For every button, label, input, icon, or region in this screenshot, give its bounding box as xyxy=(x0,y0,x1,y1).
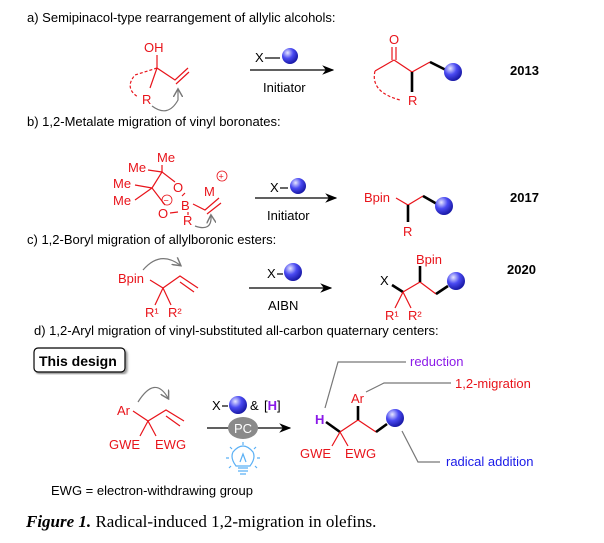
metal-label: M xyxy=(204,184,215,199)
me-label: Me xyxy=(113,193,131,208)
condition-label: Initiator xyxy=(267,208,310,223)
radical-ball-icon xyxy=(290,178,306,194)
reagent-x: X xyxy=(255,50,264,65)
light-bulb-icon xyxy=(226,442,260,475)
badge-label: This design xyxy=(39,353,117,369)
year-label: 2017 xyxy=(510,190,539,205)
x-product-label: X xyxy=(380,273,389,288)
radical-ball-icon xyxy=(282,48,298,64)
photocatalyst-badge xyxy=(228,417,258,439)
bpin-label: Bpin xyxy=(118,271,144,286)
radical-addition-label: radical addition xyxy=(446,454,533,469)
section-b-title: b) 1,2-Metalate migration of vinyl boron… xyxy=(27,114,281,129)
caption-text: Radical-induced 1,2-migration in olefins… xyxy=(91,512,376,531)
bpin-label: Bpin xyxy=(364,190,390,205)
migration-label: 1,2-migration xyxy=(455,376,531,391)
reagent-x: X xyxy=(270,180,279,195)
ar-label: Ar xyxy=(117,403,131,418)
ewg-product-label: EWG xyxy=(345,446,376,461)
bpin-product-label: Bpin xyxy=(416,252,442,267)
r-product-label: R xyxy=(408,93,417,108)
r-label: R xyxy=(183,213,192,228)
oh-label: OH xyxy=(144,40,164,55)
radical-ball-icon xyxy=(447,272,465,290)
r-label: R xyxy=(142,92,151,107)
section-a-title: a) Semipinacol-type rearrangement of all… xyxy=(27,10,336,25)
year-label: 2020 xyxy=(507,262,536,277)
section-d: d) 1,2-Aryl migration of vinyl-substitut… xyxy=(33,323,533,498)
section-d-title: d) 1,2-Aryl migration of vinyl-substitut… xyxy=(34,323,439,338)
ewg-footnote: EWG = electron-withdrawing group xyxy=(51,483,253,498)
condition-label: AIBN xyxy=(268,298,298,313)
year-label: 2013 xyxy=(510,63,539,78)
o-label: O xyxy=(173,180,183,195)
section-a: a) Semipinacol-type rearrangement of all… xyxy=(27,10,539,112)
ar-product-label: Ar xyxy=(351,391,365,406)
minus-charge: − xyxy=(164,196,169,206)
r2-label: R² xyxy=(168,305,182,320)
condition-label: Initiator xyxy=(263,80,306,95)
ampersand-label: & xyxy=(250,398,259,413)
this-design-badge xyxy=(33,347,126,373)
figure-caption: Figure 1. Radical-induced 1,2-migration … xyxy=(25,512,376,531)
radical-ball-icon xyxy=(229,396,247,414)
o-label: O xyxy=(158,206,168,221)
gwe-product-label: GWE xyxy=(300,446,331,461)
boron-label: B xyxy=(181,198,190,213)
ewg-label: EWG xyxy=(155,437,186,452)
caption-label: Figure 1. xyxy=(25,512,91,531)
section-c: c) 1,2-Boryl migration of allylboronic e… xyxy=(27,232,536,323)
r1-label: R¹ xyxy=(145,305,159,320)
reagent-x: X xyxy=(212,398,221,413)
ketone-o-label: O xyxy=(389,32,399,47)
me-label: Me xyxy=(113,176,131,191)
r1-product-label: R¹ xyxy=(385,308,399,323)
section-c-title: c) 1,2-Boryl migration of allylboronic e… xyxy=(27,232,276,247)
r2-product-label: R² xyxy=(408,308,422,323)
me-label: Me xyxy=(128,160,146,175)
catalyst-label: PC xyxy=(234,421,252,436)
radical-ball-icon xyxy=(444,63,462,81)
radical-ball-icon xyxy=(386,409,404,427)
reagent-x: X xyxy=(267,266,276,281)
h-product-label: H xyxy=(315,412,324,427)
plus-charge: + xyxy=(219,172,224,182)
radical-ball-icon xyxy=(284,263,302,281)
radical-ball-icon xyxy=(435,197,453,215)
hydrogen-source-label: [H] xyxy=(264,398,281,413)
r-product-label: R xyxy=(403,224,412,239)
gwe-label: GWE xyxy=(109,437,140,452)
section-b: b) 1,2-Metalate migration of vinyl boron… xyxy=(27,114,539,239)
reduction-label: reduction xyxy=(410,354,463,369)
me-label: Me xyxy=(157,150,175,165)
